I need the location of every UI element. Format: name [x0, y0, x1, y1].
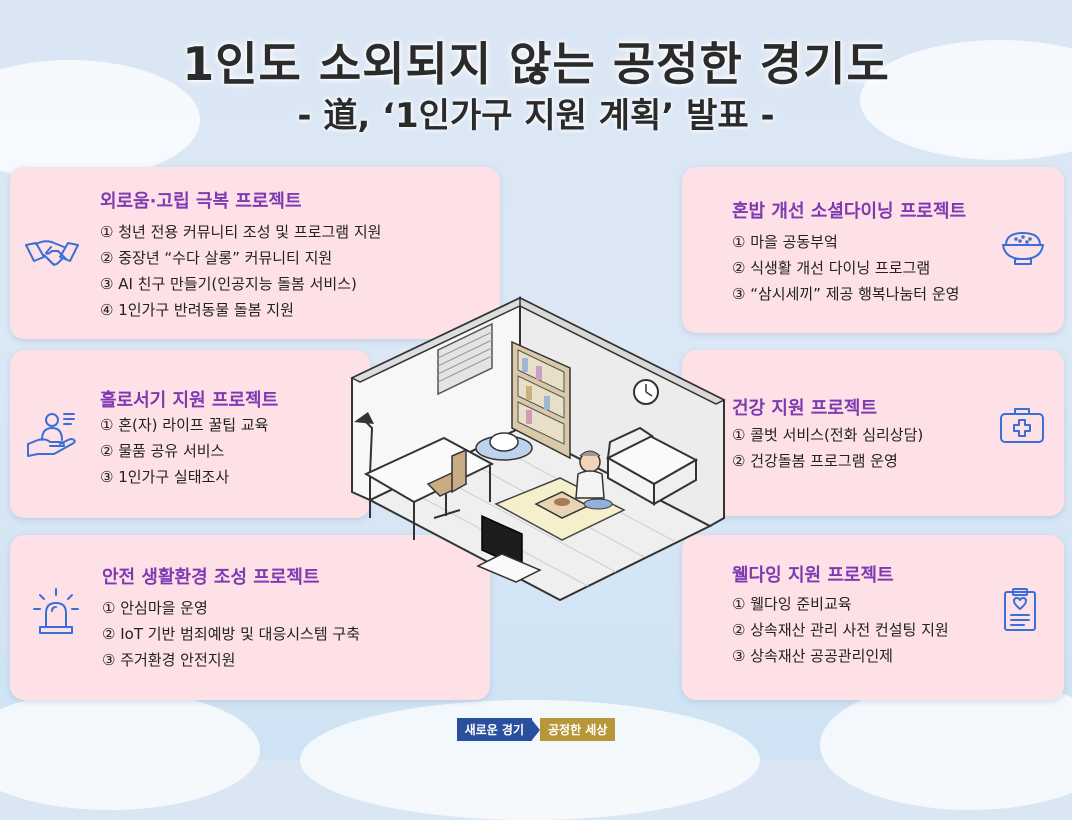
list-item: ③ 주거환경 안전지원	[102, 651, 236, 669]
panel-title: 웰다잉 지원 프로젝트	[732, 565, 894, 586]
panel-title: 홀로서기 지원 프로젝트	[100, 390, 279, 411]
clipboard-heart-icon	[1002, 587, 1038, 637]
list-item: ② 중장년 “수다 살롱” 커뮤니티 지원	[100, 249, 333, 267]
panel-safety: 안전 생활환경 조성 프로젝트 ① 안심마을 운영 ② IoT 기반 범죄예방 …	[10, 535, 490, 700]
list-item: ③ “삼시세끼” 제공 행복나눔터 운영	[732, 285, 960, 303]
panel-title: 혼밥 개선 소셜다이닝 프로젝트	[732, 201, 967, 222]
list-item: ③ 상속재산 공공관리인제	[732, 647, 893, 665]
list-item: ④ 1인가구 반려동물 돌봄 지원	[100, 301, 294, 319]
siren-icon	[32, 587, 80, 639]
list-item: ① 콜벗 서비스(전화 심리상담)	[732, 426, 924, 444]
list-item: ① 웰다잉 준비교육	[732, 595, 852, 613]
list-item: ① 안심마을 운영	[102, 599, 208, 617]
list-item: ② 물품 공유 서비스	[100, 442, 225, 460]
handshake-icon	[24, 233, 80, 281]
list-item: ③ 1인가구 실태조사	[100, 468, 230, 486]
list-item: ① 청년 전용 커뮤니티 조성 및 프로그램 지원	[100, 223, 382, 241]
list-item: ② 상속재산 관리 사전 컨설팅 지원	[732, 621, 949, 639]
footer-tag-new-gyeonggi: 새로운 경기	[456, 718, 532, 741]
panel-health: 건강 지원 프로젝트 ① 콜벗 서비스(전화 심리상담) ② 건강돌봄 프로그램…	[682, 350, 1064, 516]
list-item: ① 혼(자) 라이프 꿀팁 교육	[100, 416, 269, 434]
list-item: ① 마을 공동부엌	[732, 233, 838, 251]
list-item: ② 식생활 개선 다이닝 프로그램	[732, 259, 931, 277]
room-illustration	[340, 278, 740, 608]
list-item: ② 건강돌봄 프로그램 운영	[732, 452, 898, 470]
footer: 새로운 경기 공정한 세상	[0, 718, 1072, 741]
panel-title: 안전 생활환경 조성 프로젝트	[102, 567, 320, 588]
footer-tag-fair-world: 공정한 세상	[540, 718, 616, 741]
panel-independence: 홀로서기 지원 프로젝트 ① 혼(자) 라이프 꿀팁 교육 ② 물품 공유 서비…	[10, 350, 370, 518]
panel-well-dying: 웰다잉 지원 프로젝트 ① 웰다잉 준비교육 ② 상속재산 관리 사전 컨설팅 …	[682, 535, 1064, 700]
footer-arrow	[532, 719, 540, 740]
list-item: ③ AI 친구 만들기(인공지능 돌봄 서비스)	[100, 275, 357, 293]
panel-title: 외로움·고립 극복 프로젝트	[100, 191, 302, 212]
panel-title: 건강 지원 프로젝트	[732, 398, 878, 419]
page-subtitle: - 道, ‘1인가구 지원 계획’ 발표 -	[297, 96, 775, 136]
first-aid-kit-icon	[998, 406, 1046, 450]
panel-loneliness: 외로움·고립 극복 프로젝트 ① 청년 전용 커뮤니티 조성 및 프로그램 지원…	[10, 167, 500, 339]
panel-social-dining: 혼밥 개선 소셜다이닝 프로젝트 ① 마을 공동부엌 ② 식생활 개선 다이닝 …	[682, 167, 1064, 333]
hand-person-icon	[24, 406, 80, 466]
list-item: ② IoT 기반 범죄예방 및 대응시스템 구축	[102, 625, 361, 643]
rice-bowl-icon	[1000, 227, 1046, 271]
page-title: 1인도 소외되지 않는 공정한 경기도	[182, 37, 890, 91]
